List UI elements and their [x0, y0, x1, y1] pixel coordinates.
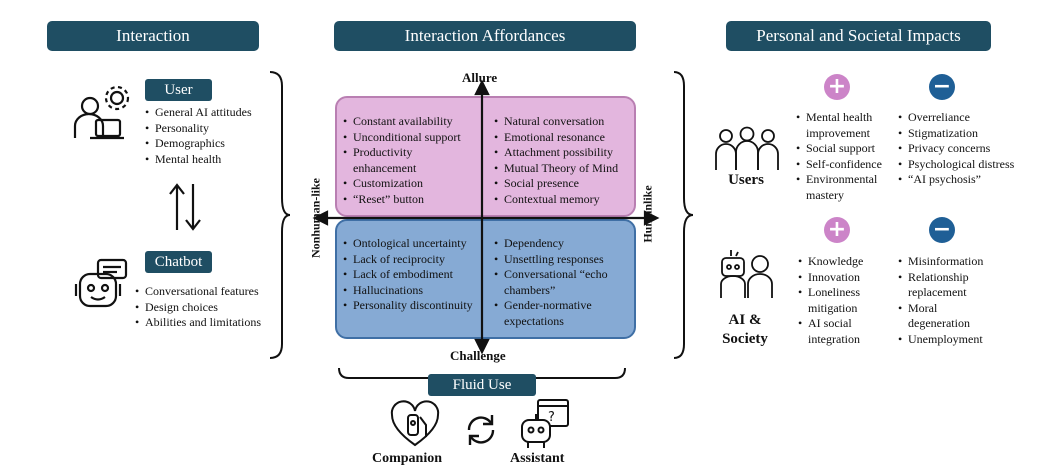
fluid-use-label: Fluid Use [428, 374, 536, 396]
chatbot-attributes-list: Conversational features Design choices A… [135, 284, 265, 331]
users-negative-list: Overreliance Stigmatization Privacy conc… [898, 110, 1038, 188]
axis-label-nonhuman-like: Nonhuman-like [308, 177, 323, 259]
list-item: Misinformation [898, 254, 1002, 270]
list-item: Mental health improvement [796, 110, 904, 141]
list-item: Privacy concerns [898, 141, 1038, 157]
chatbot-label: Chatbot [145, 251, 212, 273]
list-item: Natural conversation [494, 114, 636, 130]
list-item: Loneliness mitigation [798, 285, 894, 316]
impact-group-users: Users [728, 172, 764, 188]
list-item: Conversational “echo chambers” [494, 267, 634, 298]
list-item: Unsettling responses [494, 252, 634, 268]
list-item: Dependency [494, 236, 634, 252]
list-item: Mental health [145, 152, 270, 168]
user-label: User [145, 79, 212, 101]
list-item: Environmental mastery [796, 172, 904, 203]
list-item: Contextual memory [494, 192, 636, 208]
axis-label-humanlike: Humanlike [640, 185, 655, 243]
companion-label: Companion [372, 451, 443, 466]
right-section-brace [673, 71, 694, 359]
list-item: General AI attitudes [145, 105, 270, 121]
left-section-brace [269, 71, 291, 359]
list-item: Social presence [494, 176, 636, 192]
quadrant-top-right-list: Natural conversation Emotional resonance… [494, 114, 636, 207]
list-item: Psychological distress [898, 157, 1038, 173]
svg-text:?: ? [548, 410, 555, 425]
list-item: Lack of reciprocity [343, 252, 478, 268]
list-item: Customization [343, 176, 478, 192]
list-item: “AI psychosis” [898, 172, 1038, 188]
axis-label-challenge: Challenge [450, 348, 506, 363]
list-item: Stigmatization [898, 126, 1038, 142]
list-item: Lack of embodiment [343, 267, 478, 283]
list-item: Personality [145, 121, 270, 137]
header-interaction-affordances: Interaction Affordances [334, 21, 636, 51]
assistant-robot-icon: ? [521, 399, 569, 448]
user-computer-gear-icon [73, 85, 130, 140]
list-item: Mutual Theory of Mind [494, 161, 636, 177]
users-positive-list: Mental health improvement Social support… [796, 110, 904, 203]
header-impacts: Personal and Societal Impacts [726, 21, 991, 51]
users-group-icon [715, 126, 779, 170]
quadrant-top-left-list: Constant availability Unconditional supp… [343, 114, 478, 207]
bidirectional-arrows-icon [169, 183, 201, 231]
positive-impact-icon: + [824, 74, 850, 100]
list-item: Demographics [145, 136, 270, 152]
list-item: AI social integration [798, 316, 894, 347]
list-item: Ontological uncertainty [343, 236, 478, 252]
user-attributes-list: General AI attitudes Personality Demogra… [145, 105, 270, 167]
list-item: Hallucinations [343, 283, 478, 299]
list-item: Unemployment [898, 332, 1002, 348]
list-item: Productivity enhancement [343, 145, 478, 176]
assistant-label: Assistant [510, 451, 565, 466]
list-item: Self-confidence [796, 157, 904, 173]
list-item: Abilities and limitations [135, 315, 265, 331]
negative-impact-icon: − [929, 74, 955, 100]
quadrant-bottom-right-list: Dependency Unsettling responses Conversa… [494, 236, 634, 329]
list-item: Emotional resonance [494, 130, 636, 146]
header-interaction: Interaction [47, 21, 259, 51]
list-item: Gender-normative expectations [494, 298, 634, 329]
list-item: Unconditional support [343, 130, 478, 146]
quadrant-bottom-left-list: Ontological uncertainty Lack of reciproc… [343, 236, 478, 314]
list-item: Social support [796, 141, 904, 157]
list-item: Overreliance [898, 110, 1038, 126]
cycle-arrows-icon [467, 415, 495, 445]
affordance-axes [312, 79, 660, 355]
list-item: “Reset” button [343, 192, 478, 208]
chatbot-robot-icon [74, 258, 128, 308]
companion-heart-icon [390, 400, 440, 447]
ai-society-icon [720, 250, 773, 298]
list-item: Personality discontinuity [343, 298, 478, 314]
list-item: Attachment possibility [494, 145, 636, 161]
society-negative-list: Misinformation Relationship replacement … [898, 254, 1002, 347]
impact-group-ai-society: AI & Society [722, 312, 768, 347]
list-item: Innovation [798, 270, 894, 286]
list-item: Knowledge [798, 254, 894, 270]
list-item: Conversational features [135, 284, 265, 300]
society-positive-list: Knowledge Innovation Loneliness mitigati… [798, 254, 894, 347]
list-item: Relationship replacement [898, 270, 1002, 301]
axis-label-allure: Allure [462, 70, 498, 85]
list-item: Moral degeneration [898, 301, 1002, 332]
list-item: Constant availability [343, 114, 478, 130]
positive-impact-icon: + [824, 217, 850, 243]
list-item: Design choices [135, 300, 265, 316]
negative-impact-icon: − [929, 217, 955, 243]
